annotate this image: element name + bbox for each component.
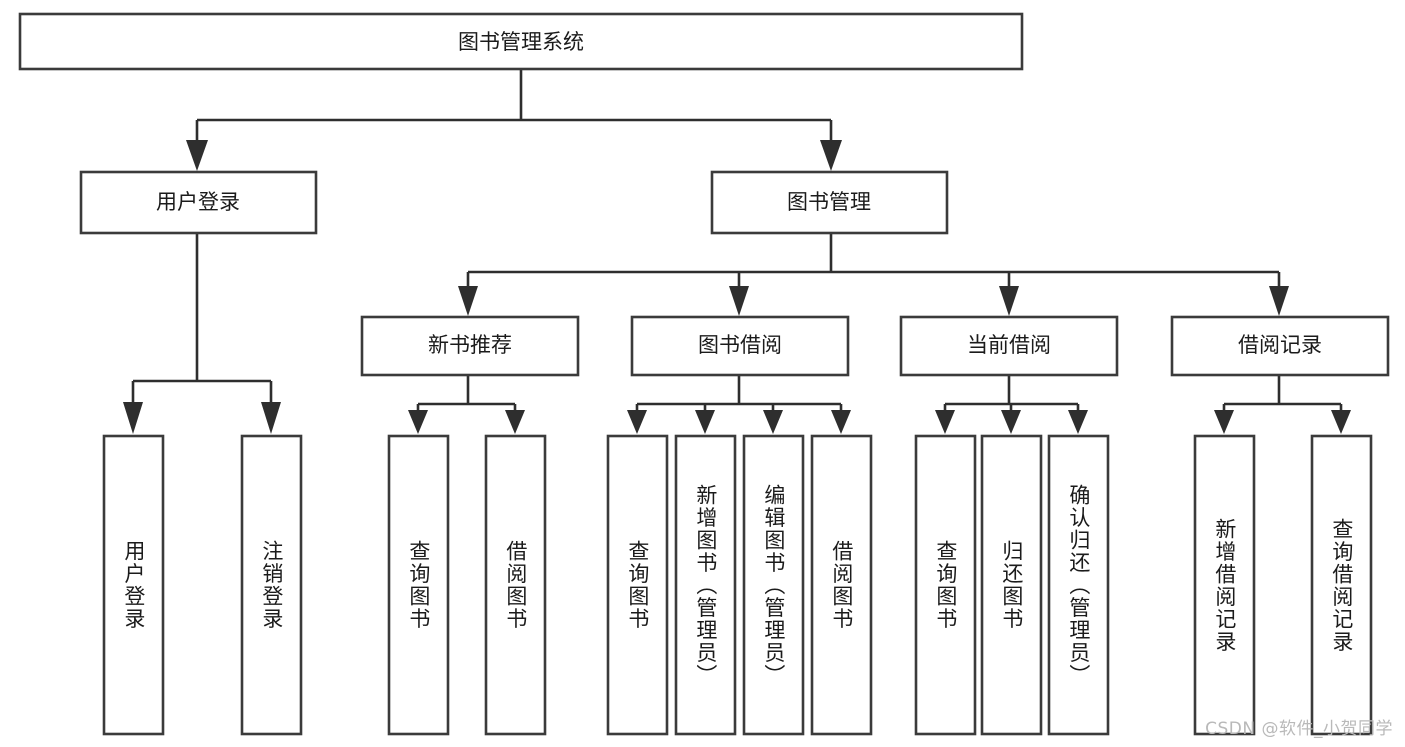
node-layer: 图书管理系统 用户登录 图书管理 新书推荐 图书借阅 当前借阅 借阅记录 (18, 12, 1390, 736)
node-leaf-currentborrow-query-book[interactable] (914, 434, 977, 736)
arrow-head-book-borrow (729, 286, 749, 316)
arrow-head-user-login (186, 140, 208, 171)
arrow-head-currentborrow-leaf-2 (1001, 410, 1021, 434)
arrow-head-bookborrow-leaf-3 (763, 410, 783, 434)
arrow-head-new-book (458, 286, 478, 316)
arrow-head-currentborrow-leaf-3 (1068, 410, 1088, 434)
arrow-head-book-manage (820, 140, 842, 171)
node-current-borrow-label: 当前借阅 (967, 333, 1051, 357)
node-new-book-recommend-label: 新书推荐 (428, 333, 512, 357)
node-current-borrow[interactable] (899, 315, 1119, 377)
arrow-head-bookborrow-leaf-1 (627, 410, 647, 434)
node-leaf-logout[interactable] (240, 434, 303, 736)
node-book-management[interactable] (710, 170, 949, 235)
node-borrow-record-label: 借阅记录 (1238, 333, 1322, 357)
arrow-head-currentborrow-leaf-1 (935, 410, 955, 434)
node-leaf-borrowrecord-add-record[interactable] (1193, 434, 1256, 736)
csdn-watermark: CSDN @软件_小贺同学 (1205, 719, 1393, 739)
node-book-management-label: 图书管理 (787, 190, 871, 214)
node-leaf-user-login[interactable] (102, 434, 165, 736)
node-leaf-currentborrow-confirm-return[interactable] (1047, 434, 1110, 736)
node-leaf-bookborrow-query-book[interactable] (606, 434, 669, 736)
node-user-login[interactable] (79, 170, 318, 235)
arrow-head-newbook-leaf-2 (505, 410, 525, 434)
arrow-head-current-borrow (999, 286, 1019, 316)
node-borrow-record[interactable] (1170, 315, 1390, 377)
arrow-head-borrowrecord-leaf-1 (1214, 410, 1234, 434)
node-leaf-currentborrow-return-book[interactable] (980, 434, 1043, 736)
node-new-book-recommend[interactable] (360, 315, 580, 377)
node-leaf-borrowrecord-query-record[interactable] (1310, 434, 1373, 736)
arrow-head-bookborrow-leaf-2 (695, 410, 715, 434)
node-user-login-label: 用户登录 (156, 190, 240, 214)
node-leaf-bookborrow-borrow-book[interactable] (810, 434, 873, 736)
node-leaf-newbook-borrow-book[interactable] (484, 434, 547, 736)
connector-layer (123, 69, 1351, 434)
node-root-book-management-system[interactable] (18, 12, 1024, 71)
node-leaf-newbook-query-book[interactable] (387, 434, 450, 736)
node-leaf-bookborrow-add-book[interactable] (674, 434, 737, 736)
node-root-label: 图书管理系统 (458, 30, 584, 54)
arrow-head-leaf-user-login (123, 402, 143, 434)
arrow-head-borrow-record (1269, 286, 1289, 316)
node-book-borrow-label: 图书借阅 (698, 333, 782, 357)
node-book-borrow[interactable] (630, 315, 850, 377)
arrow-head-borrowrecord-leaf-2 (1331, 410, 1351, 434)
arrow-head-leaf-logout (261, 402, 281, 434)
arrow-head-bookborrow-leaf-4 (831, 410, 851, 434)
node-leaf-bookborrow-edit-book[interactable] (742, 434, 805, 736)
arrow-head-newbook-leaf-1 (408, 410, 428, 434)
